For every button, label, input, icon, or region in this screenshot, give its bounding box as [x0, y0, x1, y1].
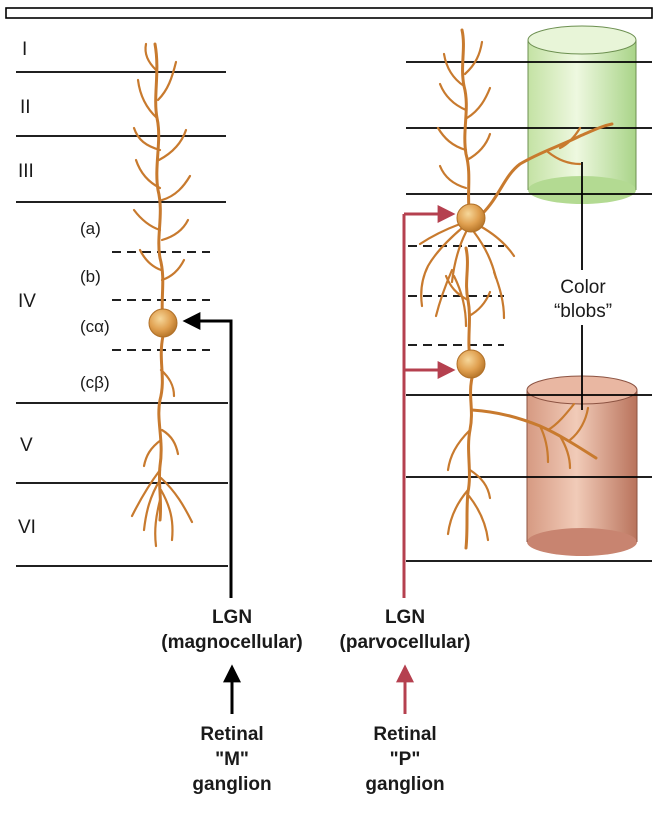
sublayer-label-a: (a): [80, 219, 101, 238]
layer-label-II: II: [20, 97, 31, 118]
magno-target-neuron: [130, 42, 194, 548]
parvo-lower-neuron: [444, 246, 598, 550]
magno-lgn-line1: LGN: [212, 607, 252, 628]
left-layer-lines: [16, 71, 228, 567]
magno-input-arrow: [182, 312, 233, 598]
color-blob-bottom: [526, 375, 638, 556]
color-blob-top: [527, 25, 637, 204]
layer-label-III: III: [18, 161, 34, 182]
parvo-lgn-line1: LGN: [385, 607, 425, 628]
sublayer-label-c-alpha: (cα): [80, 317, 110, 336]
sublayer-label-b: (b): [80, 267, 101, 286]
magno-retina-line1: Retinal: [200, 724, 263, 745]
blob-label-line1: Color: [560, 277, 606, 298]
parvo-lower-soma: [456, 349, 486, 379]
layer-label-V: V: [20, 435, 33, 456]
layer-label-VI: VI: [18, 517, 36, 538]
parvo-upper-soma: [456, 203, 486, 233]
parvo-retina-line1: Retinal: [373, 724, 436, 745]
parvo-retina-line3: ganglion: [365, 774, 444, 795]
sublayer-label-c-beta: (cβ): [80, 373, 110, 392]
layer-label-I: I: [22, 39, 27, 60]
magno-neuron-soma: [148, 308, 178, 338]
magno-retina-line2: "M": [215, 749, 249, 770]
parvo-upper-neuron: [418, 28, 614, 328]
magno-retina-line3: ganglion: [192, 774, 271, 795]
parvo-retina-line2: "P": [390, 749, 421, 770]
layer-label-IV: IV: [18, 291, 36, 312]
blob-label-line2: “blobs”: [554, 301, 612, 322]
magno-lgn-line2: (magnocellular): [161, 632, 302, 653]
parvo-lgn-line2: (parvocellular): [340, 632, 471, 653]
top-frame-bar: [5, 7, 653, 19]
